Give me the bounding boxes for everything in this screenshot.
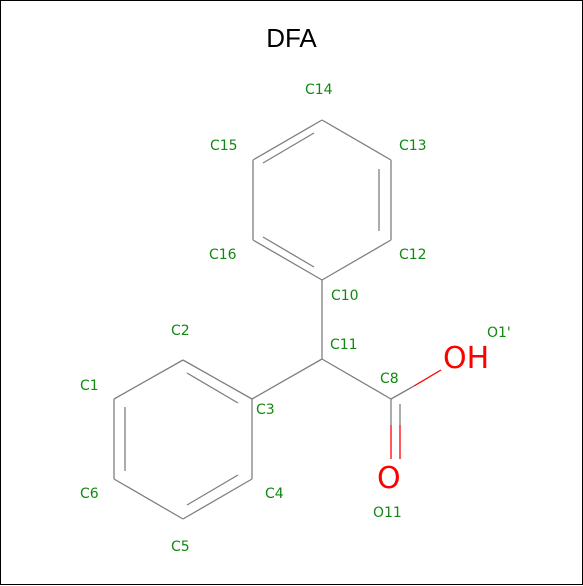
upper-phenyl-ring: [252, 119, 392, 281]
atom-label-c13: C13: [399, 138, 427, 154]
atom-label-o1-prime: O1': [487, 325, 511, 341]
aromatic-inner-c10-c16: [262, 236, 315, 268]
bond-c11-c8: [321, 358, 392, 400]
lower-phenyl-ring: [113, 359, 253, 520]
atom-label-c10: C10: [331, 288, 359, 304]
atom-label-c11: C11: [330, 337, 358, 353]
atom-labels: C14 C15 C13 C16 C12 C10 O1' C2 C11 C8 C1…: [80, 82, 511, 555]
atom-label-c16: C16: [209, 247, 237, 263]
atom-label-c4: C4: [265, 486, 284, 502]
atom-label-c14: C14: [305, 82, 333, 98]
atom-label-c2: C2: [171, 323, 190, 339]
bond-c2-c3: [182, 359, 253, 400]
bond-c11-c3: [251, 358, 323, 400]
aromatic-inner-c15-c14: [262, 132, 315, 164]
bond-c8-oh-red: [413, 369, 442, 387]
bond-c8-oh-grey: [390, 385, 415, 400]
atom-label-c1: C1: [80, 378, 99, 394]
bond-c10-c16: [252, 239, 323, 281]
central-chain: [251, 280, 442, 459]
bond-c12-c10: [321, 239, 392, 281]
bond-c1-c2: [113, 359, 184, 400]
bond-c5-c6: [113, 478, 184, 520]
atom-label-c3: C3: [256, 402, 275, 418]
atom-label-o11: O11: [373, 505, 402, 521]
atom-label-c12: C12: [399, 247, 427, 263]
aromatic-inner-c4-c5: [186, 474, 239, 506]
bond-c14-c13: [321, 119, 392, 161]
carbonyl-o-symbol: O: [377, 461, 401, 496]
atom-label-c5: C5: [171, 539, 190, 555]
diagram-title: DFA: [266, 23, 317, 53]
hydroxyl-oh-symbol: OH: [443, 341, 489, 376]
aromatic-inner-c2-c3: [186, 372, 239, 404]
bond-c4-c5: [182, 478, 253, 520]
atom-label-c15: C15: [210, 138, 238, 154]
atom-label-c8: C8: [380, 371, 399, 387]
atom-label-c6: C6: [80, 486, 99, 502]
bond-c15-c14: [252, 119, 323, 161]
